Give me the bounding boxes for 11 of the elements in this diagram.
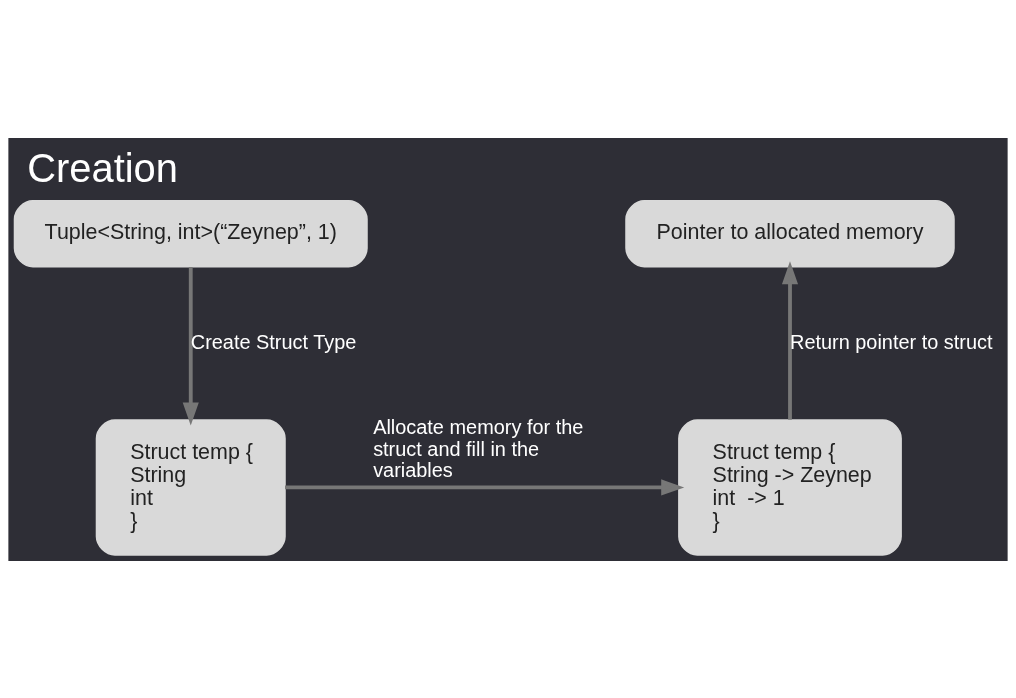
arrow bbox=[182, 266, 199, 425]
diagram-title: Creation bbox=[27, 145, 178, 190]
arrow bbox=[781, 260, 799, 420]
node-box: Struct temp { String -> Zeynep int -> 1 } bbox=[678, 418, 902, 556]
edge-label: Return pointer to struct bbox=[790, 330, 993, 353]
edge-label: Allocate memory for the struct and fill in the variables bbox=[373, 415, 584, 481]
node-box: Tuple<String, int>(“Zeynep”, 1) bbox=[13, 199, 368, 267]
edge-label: Create Struct Type bbox=[190, 330, 357, 353]
node-box: Pointer to allocated memory bbox=[625, 199, 955, 267]
arrow bbox=[285, 478, 685, 495]
node-box: Struct temp { String int } bbox=[95, 418, 286, 556]
